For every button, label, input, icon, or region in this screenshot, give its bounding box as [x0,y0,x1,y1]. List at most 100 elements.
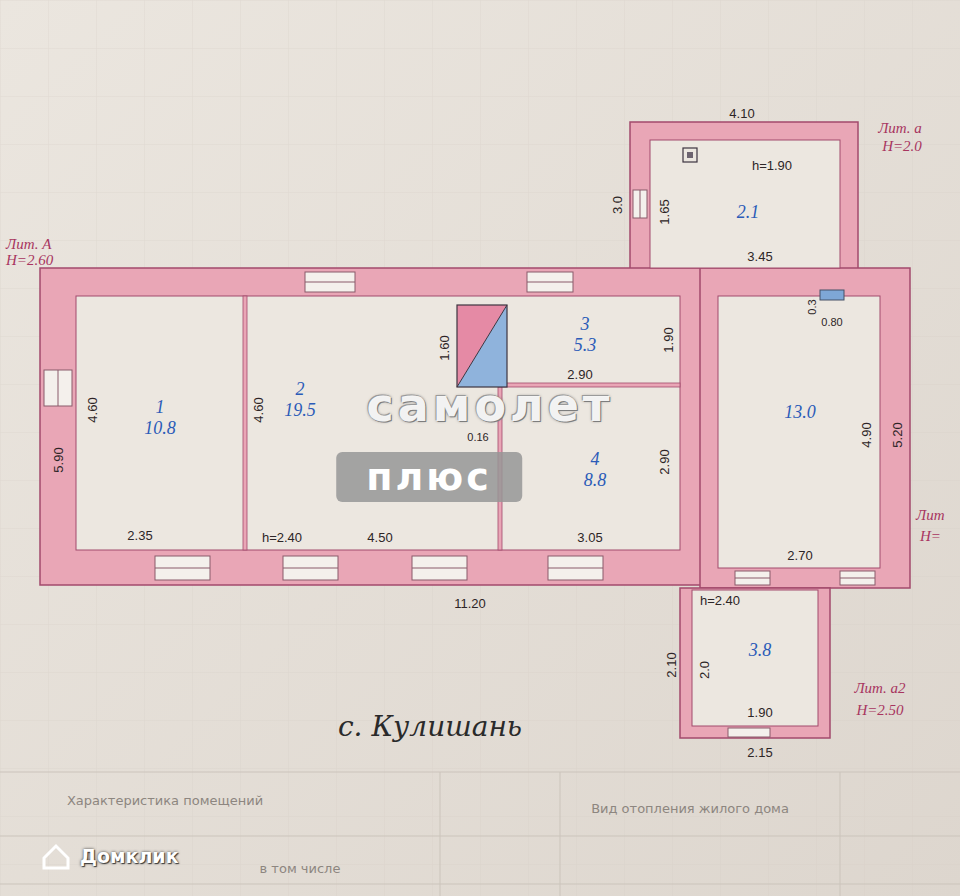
label-holder: 2.90 [567,368,592,381]
window-pane [735,578,770,579]
room-floor [650,140,840,268]
dimension-label: 1.90 [662,327,675,352]
room-floor [718,296,880,568]
room-number: 1 [144,397,176,418]
watermark: самолет [366,382,613,428]
dimension-label: 4.50 [367,531,392,544]
window [283,556,338,580]
table-line [0,771,960,772]
table-line [560,772,561,896]
dimension-label: 2.70 [787,549,812,562]
wall [40,268,715,585]
stove [457,305,507,387]
room-area: 2.1 [737,202,760,223]
window [840,571,875,585]
dimension-label: 4.60 [86,397,99,422]
logo-text: Домклик [80,847,179,866]
label-holder: 0.16 [467,432,488,443]
window [728,728,770,737]
label-holder: 4.10 [729,107,754,120]
label-holder: 4.60 [252,397,265,422]
label-holder: 2.15 [747,746,772,759]
window [735,571,770,585]
label-holder: Лит. а2 [854,681,905,696]
room-area: 19.5 [284,400,316,421]
room-number: 3 [574,314,597,335]
window-pane [58,370,59,406]
dimension-label: 3.0 [611,196,624,214]
wall [700,268,910,588]
label-holder: в том числе [260,862,341,875]
room-box: 2.1 [650,140,840,268]
room-text: 3.8 [749,640,772,661]
label-holder: 1.90 [747,706,772,719]
windows [44,190,875,737]
letter-label: Н=2.0 [882,139,922,154]
label-holder: Н= [920,529,941,544]
sink [820,290,844,300]
room-floor [692,590,818,726]
room-text: 35.3 [574,314,597,355]
dimension-label: 4.90 [860,422,873,447]
label-holder: Н=2.50 [856,703,903,718]
table-line [0,884,960,885]
dimension-label: 2.10 [665,652,678,677]
stove [457,305,507,387]
dimension-label: 2.0 [698,661,711,679]
label-holder: h=2.40 [700,594,740,607]
letter-label: Н= [920,529,941,544]
label-holder: Лит. А [6,237,51,252]
label-holder: самолет [366,382,613,428]
letter-label: Лит. а2 [854,681,905,696]
room-number: 4 [584,449,607,470]
window [155,556,210,580]
dimension-label: h=1.90 [752,159,792,172]
label-holder: плюс [336,452,522,502]
window [305,272,355,292]
dimension-label: 2.35 [127,529,152,542]
letter-label: Лит. А [6,237,51,252]
label-holder: 2.0 [698,661,711,679]
window [527,272,573,292]
dimension-label: 2.90 [658,449,671,474]
dimension-label: 11.20 [454,597,486,610]
label-holder: Лит. а [878,121,922,136]
dimension-label: 0.3 [807,299,818,314]
watermark: плюс [366,458,492,496]
label-holder: 4.50 [367,531,392,544]
room-text: 110.8 [144,397,176,438]
label-holder: 2.10 [665,652,678,677]
label-holder: 1.65 [658,199,671,224]
table-line [440,772,441,896]
room-text: 48.8 [584,449,607,490]
dimension-label: 3.05 [577,531,602,544]
letter-label: Лит [916,508,945,523]
window-pane [155,568,210,569]
table-line [840,772,841,896]
table-line [0,836,960,837]
dimension-label: 2.90 [567,368,592,381]
label-holder: 2.90 [658,449,671,474]
label-holder: 4.60 [86,397,99,422]
room-floor [76,296,680,550]
window-pane [548,568,603,569]
table-heading: Характеристика помещений [67,794,263,807]
label-holder: 2.70 [787,549,812,562]
window-pane [412,568,467,569]
label-holder: 1.90 [662,327,675,352]
room-area: 13.0 [784,402,816,423]
window-pane [527,282,573,283]
stove-small [683,148,697,162]
room-area: 5.3 [574,335,597,356]
window-pane [283,568,338,569]
wall [680,588,830,738]
window [633,190,647,218]
room-text: 13.0 [784,402,816,423]
label-holder: с. Кулишань [338,713,522,741]
window-pane [640,190,641,218]
